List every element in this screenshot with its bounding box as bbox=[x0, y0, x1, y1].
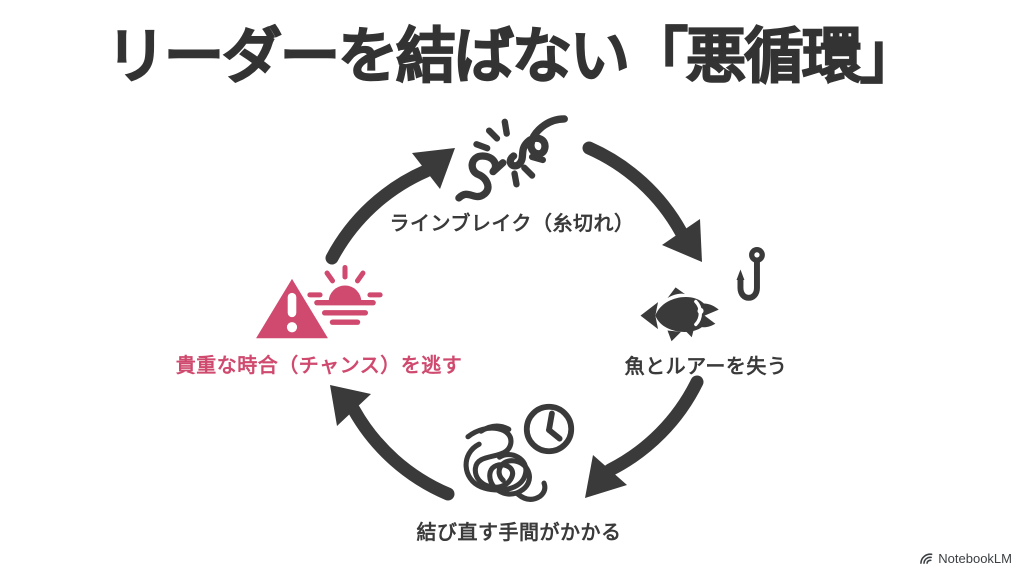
clock-icon bbox=[523, 403, 575, 455]
cycle-arrow-left-to-top bbox=[325, 148, 455, 265]
fish-and-hook-icon bbox=[640, 287, 719, 342]
cycle-node-label-retying-takes-time: 結び直す手間がかかる bbox=[416, 522, 622, 544]
watermark-label: NotebookLM bbox=[938, 551, 1012, 566]
cycle-node-label-miss-precious-chance: 貴重な時合（チャンス）を逃す bbox=[175, 355, 463, 377]
notebooklm-logo-icon bbox=[920, 553, 933, 564]
cycle-arrow-bottom-to-left bbox=[330, 385, 455, 501]
fishing-hook-icon bbox=[736, 247, 765, 301]
tangled-line-icon bbox=[463, 423, 548, 502]
sunset-icon bbox=[307, 265, 383, 325]
cycle-node-label-line-break: ラインブレイク（糸切れ） bbox=[389, 213, 635, 235]
warning-triangle-icon bbox=[256, 278, 328, 339]
broken-line-icon bbox=[455, 115, 568, 202]
page-title: リーダーを結ばない「悪循環」 bbox=[105, 22, 921, 91]
watermark: NotebookLM bbox=[919, 551, 1012, 566]
cycle-node-label-lose-fish-and-lure: 魚とルアーを失う bbox=[624, 356, 788, 378]
cycle-arrow-right-to-bottom bbox=[585, 375, 704, 498]
cycle-arrow-top-to-right bbox=[582, 141, 702, 262]
